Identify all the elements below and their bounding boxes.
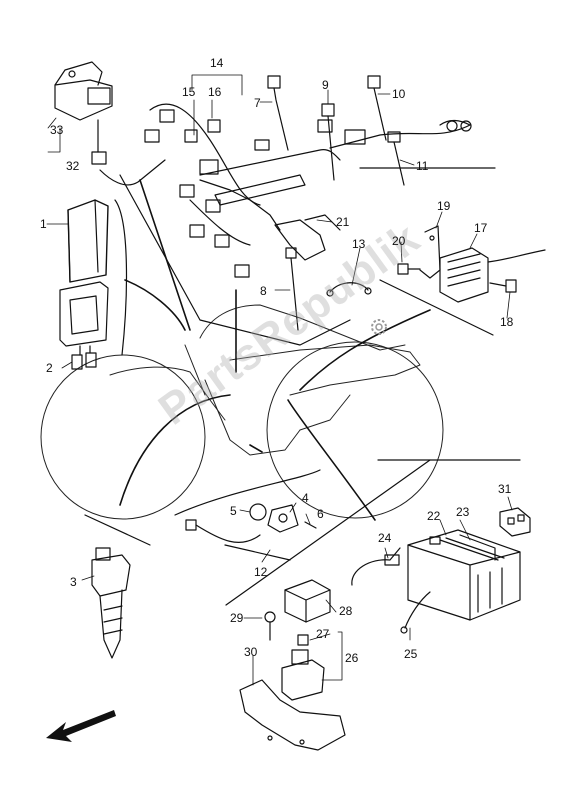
- bolt-29: [264, 611, 276, 641]
- lead-24: [351, 547, 401, 586]
- front-arrow-icon: [46, 710, 116, 742]
- callout-9: 9: [322, 78, 329, 92]
- lead-wire-13: [326, 282, 372, 297]
- callout-31: 31: [498, 482, 512, 496]
- ignition-coil: [91, 547, 131, 659]
- callout-28: 28: [339, 604, 353, 618]
- group-outline-6: [84, 514, 151, 546]
- swingarm: [299, 394, 351, 431]
- bracket-19: [419, 225, 441, 279]
- callout-12: 12: [254, 565, 268, 579]
- callout-24: 24: [378, 531, 392, 545]
- cable-tie-7: [267, 75, 289, 151]
- bracket-brace-left: [114, 199, 128, 356]
- motorcycle-outline: [40, 304, 444, 520]
- seat-line: [199, 304, 406, 351]
- cdi-unit: [67, 199, 109, 283]
- fuse-holder-31: [499, 507, 531, 537]
- callout-8: 8: [260, 284, 267, 298]
- tank-frame: [229, 344, 421, 396]
- callout-26: 26: [345, 651, 359, 665]
- callout-5: 5: [230, 504, 237, 518]
- group-outline-5: [174, 469, 321, 516]
- cable-tie-11: [387, 131, 405, 186]
- o-ring-5: [249, 503, 267, 521]
- callout-29: 29: [230, 611, 244, 625]
- callout-18: 18: [500, 315, 514, 329]
- engine-outline: [204, 379, 301, 456]
- wire-harness: [144, 103, 472, 278]
- group-outline-1: [119, 174, 351, 346]
- bolt-20: [397, 263, 421, 275]
- callout-33: 33: [50, 123, 64, 137]
- callout-14: 14: [210, 56, 224, 70]
- callout-1: 1: [40, 217, 47, 231]
- cable-tie-9: [321, 103, 335, 181]
- callout-17: 17: [474, 221, 488, 235]
- lead-25: [400, 591, 431, 634]
- callout-10: 10: [392, 87, 406, 101]
- callout-6: 6: [317, 507, 324, 521]
- callout-2: 2: [46, 361, 53, 375]
- callout-16: 16: [208, 85, 222, 99]
- front-fender: [109, 366, 226, 421]
- rectifier-regulator: [439, 247, 546, 303]
- callout-7: 7: [254, 96, 261, 110]
- callout-4: 4: [302, 491, 309, 505]
- callout-20: 20: [392, 234, 406, 248]
- bolt-18: [489, 279, 517, 293]
- callout-15: 15: [182, 85, 196, 99]
- callout-leaders: [46, 74, 513, 686]
- pickup-coil: [185, 503, 317, 561]
- callout-25: 25: [404, 647, 418, 661]
- callout-3: 3: [70, 575, 77, 589]
- battery: [407, 529, 521, 621]
- callout-11: 11: [416, 159, 429, 173]
- screw-6: [304, 521, 317, 529]
- starting-circuit-relay: [54, 61, 113, 165]
- group-outline-4: [225, 459, 431, 606]
- callout-22: 22: [427, 509, 441, 523]
- relay-cover-28: [284, 579, 331, 623]
- callout-21: 21: [336, 215, 350, 229]
- front-wheel: [40, 354, 206, 520]
- cable-tie-10: [367, 75, 387, 141]
- clamp-21: [274, 214, 341, 261]
- cover-30: [239, 679, 346, 751]
- callout-19: 19: [437, 199, 451, 213]
- cable-tie-8: [285, 247, 299, 331]
- callout-30: 30: [244, 645, 258, 659]
- leader-lines: [119, 179, 431, 521]
- group-outline-2: [379, 279, 494, 336]
- bracket-brace-top: [99, 159, 166, 186]
- callout-32: 32: [66, 159, 80, 173]
- callout-13: 13: [352, 237, 366, 251]
- fuse-27: [297, 634, 309, 646]
- callout-27: 27: [316, 627, 330, 641]
- callout-23: 23: [456, 505, 470, 519]
- battery-band-23: [459, 534, 496, 561]
- cdi-bracket: [59, 281, 109, 370]
- fork-line: [184, 344, 206, 396]
- gear-logo-icon: [371, 319, 387, 335]
- rear-wheel: [266, 341, 444, 519]
- starter-relay-26: [281, 634, 325, 701]
